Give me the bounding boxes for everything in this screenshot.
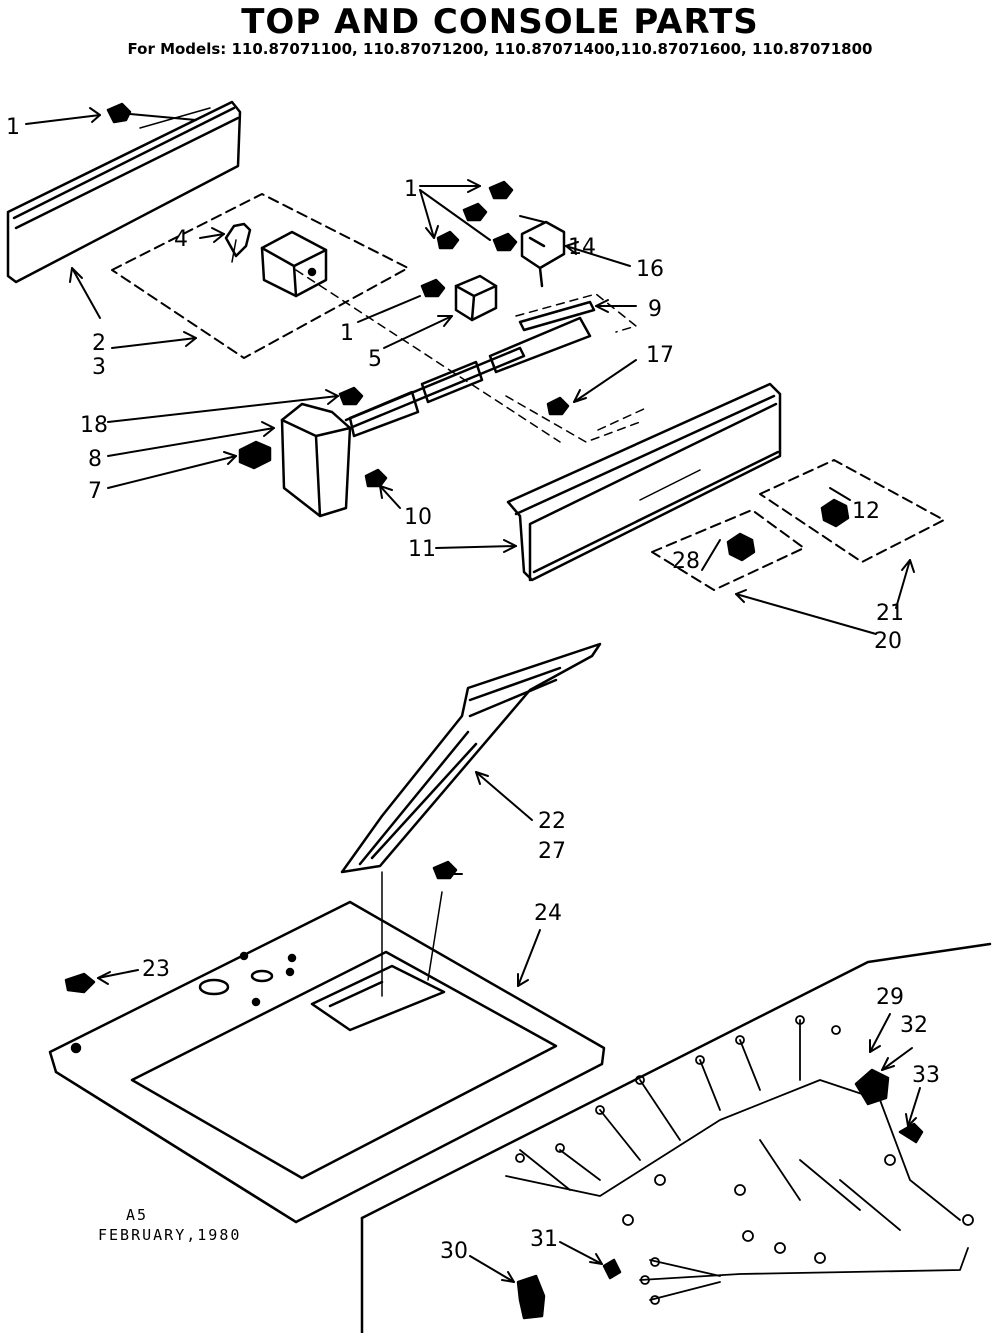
diagram-title: TOP AND CONSOLE PARTS <box>241 2 759 42</box>
switch-part-5 <box>454 274 498 322</box>
callout-22: 22 <box>538 809 566 834</box>
callout-2: 2 <box>92 331 106 356</box>
connector-part-33 <box>898 1122 924 1144</box>
callout-14: 14 <box>568 235 596 260</box>
callout-1c: 1 <box>340 321 354 346</box>
callout-8: 8 <box>88 447 102 472</box>
wiring-harness <box>505 1015 974 1305</box>
callout-21: 21 <box>876 601 904 626</box>
end-cap-part-8 <box>280 402 352 518</box>
callout-1b: 1 <box>404 177 418 202</box>
clip-part-30 <box>516 1274 546 1320</box>
screw-part-17 <box>546 396 570 416</box>
console-part-11 <box>506 382 782 582</box>
callout-32: 32 <box>900 1013 928 1038</box>
terminal-part-4 <box>224 222 252 263</box>
panel-part-20 <box>651 509 805 591</box>
clip-part-31 <box>602 1258 622 1280</box>
knob-part-28 <box>726 532 756 562</box>
callout-20: 20 <box>874 629 902 654</box>
callout-labels: 1 2 3 4 1 14 16 1 5 9 17 18 8 7 10 11 12… <box>6 115 940 1264</box>
leader-lines <box>25 107 921 1283</box>
callout-4: 4 <box>174 227 188 252</box>
screw-part-top <box>432 860 458 880</box>
bracket-part-16 <box>520 220 566 288</box>
callout-1a: 1 <box>6 115 20 140</box>
knob-part-12 <box>820 498 850 528</box>
wiring-sheet-part <box>111 193 409 359</box>
lid-part-22-27 <box>340 642 602 874</box>
callout-33: 33 <box>912 1063 940 1088</box>
panel-part-21 <box>759 459 945 563</box>
callout-28: 28 <box>672 549 700 574</box>
knob-part-7 <box>238 440 272 470</box>
callout-29: 29 <box>876 985 904 1010</box>
callout-11: 11 <box>408 537 436 562</box>
cabinet-outline <box>360 942 992 1333</box>
rear-panel-part <box>6 100 242 284</box>
callout-30: 30 <box>440 1239 468 1264</box>
rail-part-9 <box>344 300 596 438</box>
top-panel-part-24 <box>48 900 606 1224</box>
callout-18: 18 <box>80 413 108 438</box>
callout-9: 9 <box>648 297 662 322</box>
callout-31: 31 <box>530 1227 558 1252</box>
callout-12: 12 <box>852 499 880 524</box>
screw-part-1-top <box>106 102 132 124</box>
clip-part-32 <box>854 1068 890 1106</box>
callout-17: 17 <box>646 343 674 368</box>
timer-box-part <box>260 230 328 298</box>
callout-10: 10 <box>404 505 432 530</box>
footer-date: FEBRUARY,1980 <box>98 1226 242 1244</box>
model-list: For Models: 110.87071100, 110.87071200, … <box>127 40 873 58</box>
callout-27: 27 <box>538 839 566 864</box>
grommet-part-23 <box>64 972 96 994</box>
footer-code: A5 <box>126 1206 149 1224</box>
callout-23: 23 <box>142 957 170 982</box>
screw-part-10 <box>364 468 388 488</box>
screw-part-18 <box>338 386 364 406</box>
callout-24: 24 <box>534 901 562 926</box>
callout-7: 7 <box>88 479 102 504</box>
callout-16: 16 <box>636 257 664 282</box>
callout-5: 5 <box>368 347 382 372</box>
callout-3: 3 <box>92 355 106 380</box>
screw-cluster-part-1 <box>420 180 518 298</box>
